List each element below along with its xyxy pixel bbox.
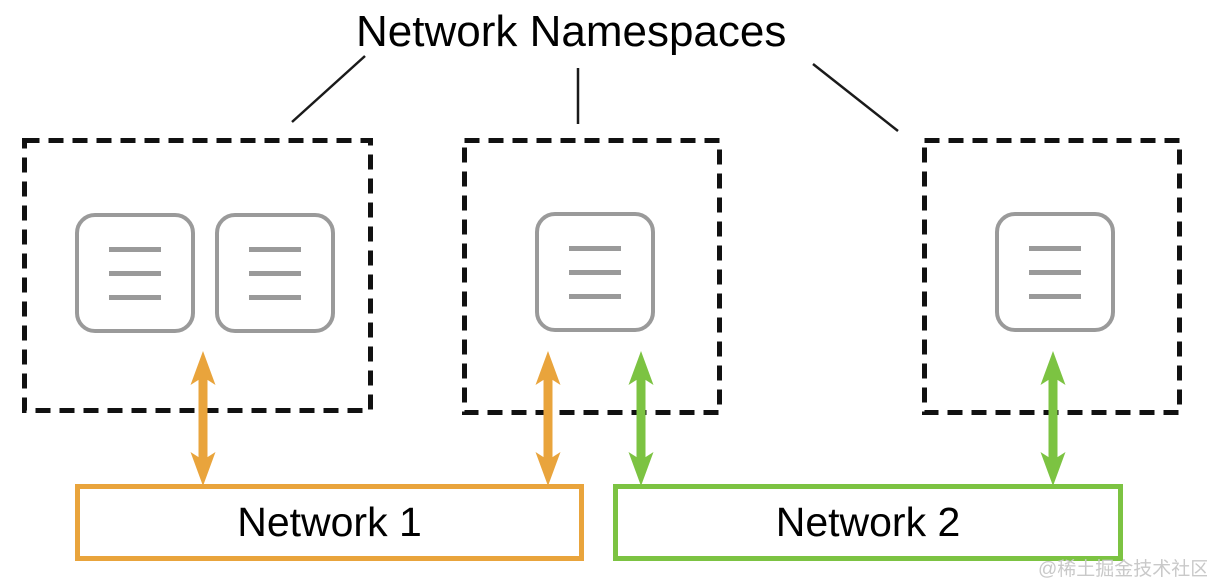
network-2-box: Network 2 [613,484,1123,561]
process-icon-line [109,270,161,276]
process-icon-line [1029,245,1081,251]
arrow-namespace2-network1 [535,351,561,486]
process-icon-line [569,245,621,251]
process-icon-line [249,270,301,276]
namespace-box-2 [462,138,722,415]
network-1-label: Network 1 [237,499,422,545]
process-icon-line [1029,293,1081,299]
process-icon [75,213,195,333]
process-icon-line [109,294,161,300]
process-icon-line [569,269,621,275]
process-icon [995,212,1115,332]
process-icon-line [249,246,301,252]
process-icon-line [249,294,301,300]
watermark-text: @稀土掘金技术社区 [1038,559,1207,580]
process-icon [535,212,655,332]
network-2-label: Network 2 [775,499,961,545]
process-icon-line [109,246,161,252]
process-icon-line [1029,269,1081,275]
process-icon [215,213,335,333]
title-connector-right [812,63,899,132]
network-1-box: Network 1 [75,484,584,561]
arrow-namespace1-network1 [190,351,216,486]
title-connector-left [291,55,366,123]
arrow-namespace3-network2 [1040,351,1066,486]
namespace-box-1 [22,138,373,413]
process-icon-line [569,293,621,299]
diagram-title: Network Namespaces [356,7,787,56]
arrow-namespace2-network2 [628,351,654,486]
